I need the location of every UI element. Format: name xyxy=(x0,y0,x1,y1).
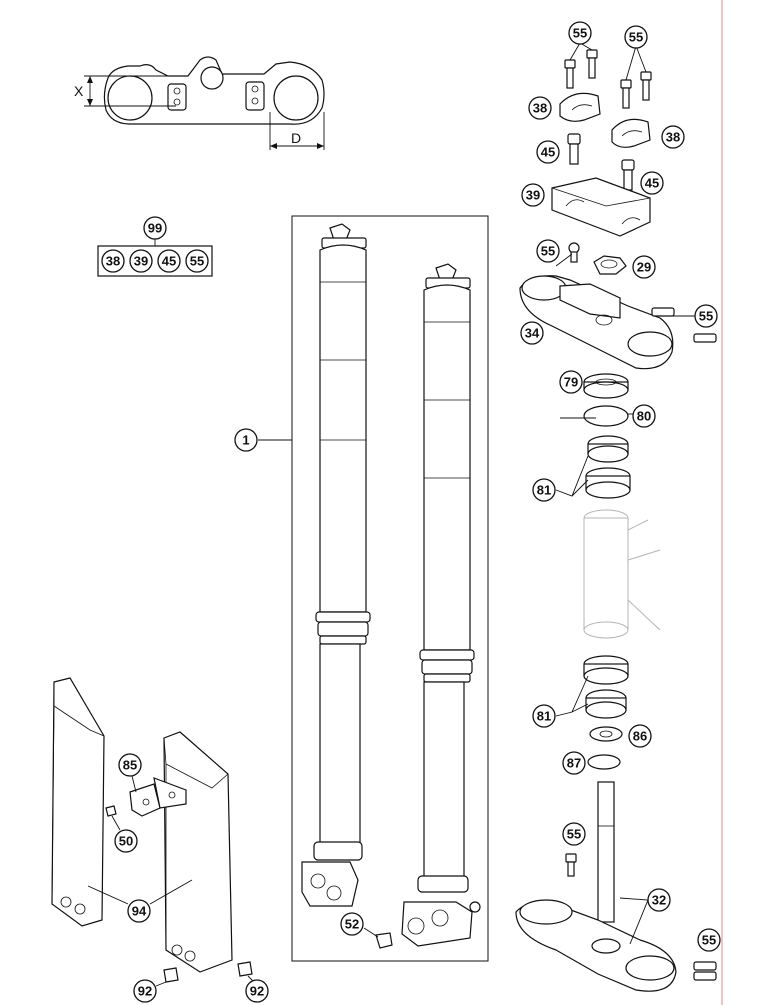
clamp-cap-38-right[interactable] xyxy=(611,118,651,148)
screw-45-right[interactable] xyxy=(621,159,635,191)
callout-45-screw-left[interactable]: 45 xyxy=(536,140,560,164)
guard-bracket-85[interactable] xyxy=(129,775,187,817)
svg-text:55: 55 xyxy=(573,26,587,41)
ring-86[interactable] xyxy=(589,726,623,742)
fork-assembly-frame xyxy=(291,215,489,962)
bearing-81-lower[interactable] xyxy=(555,655,629,719)
stem-bolt-55[interactable] xyxy=(565,853,577,877)
kit-number-callout[interactable]: 99 xyxy=(143,216,167,240)
seal-87[interactable] xyxy=(587,754,621,770)
svg-text:45: 45 xyxy=(162,254,176,269)
callout-92-screw-right[interactable]: 92 xyxy=(245,979,269,1003)
seal-80[interactable] xyxy=(583,405,629,427)
kit-member-45[interactable]: 45 xyxy=(157,249,181,273)
nut-29[interactable] xyxy=(593,255,627,275)
svg-text:85: 85 xyxy=(123,758,137,773)
kit-member-55[interactable]: 55 xyxy=(185,249,209,273)
callout-79-washer[interactable]: 79 xyxy=(559,370,583,394)
dimension-x-label: X xyxy=(74,83,84,99)
callout-45-screw-right[interactable]: 45 xyxy=(640,171,664,195)
svg-text:81: 81 xyxy=(537,709,551,724)
top-triple-clamp-34[interactable] xyxy=(519,275,717,370)
svg-text:80: 80 xyxy=(637,409,651,424)
callout-1-fork-assembly[interactable]: 1 xyxy=(234,428,258,452)
svg-text:55: 55 xyxy=(629,30,643,45)
svg-text:55: 55 xyxy=(567,827,581,842)
callout-39-bar-clamp[interactable]: 39 xyxy=(521,183,545,207)
kit-member-38[interactable]: 38 xyxy=(101,249,125,273)
svg-text:86: 86 xyxy=(633,729,647,744)
stud-55[interactable] xyxy=(568,242,580,263)
fork-leg-left[interactable] xyxy=(301,223,371,907)
screw-45-left[interactable] xyxy=(567,133,581,165)
callout-55-stud[interactable]: 55 xyxy=(536,239,560,263)
svg-text:52: 52 xyxy=(345,917,359,932)
svg-text:38: 38 xyxy=(106,254,120,269)
screw-92-right[interactable] xyxy=(237,961,257,985)
svg-text:99: 99 xyxy=(148,221,162,236)
fork-leg-right[interactable] xyxy=(401,263,481,947)
svg-text:1: 1 xyxy=(242,433,249,448)
callout-38-clamp-right[interactable]: 38 xyxy=(661,125,685,149)
callout-92-screw-left[interactable]: 92 xyxy=(133,979,157,1003)
bearing-81-upper[interactable] xyxy=(555,435,631,499)
washer-79[interactable] xyxy=(583,373,629,399)
svg-text:29: 29 xyxy=(637,260,651,275)
svg-text:32: 32 xyxy=(652,893,666,908)
svg-text:39: 39 xyxy=(134,254,148,269)
svg-text:38: 38 xyxy=(533,101,547,116)
kit-member-39[interactable]: 39 xyxy=(129,249,153,273)
svg-text:38: 38 xyxy=(666,130,680,145)
dimension-d-label: D xyxy=(291,130,301,146)
svg-text:50: 50 xyxy=(119,834,133,849)
svg-text:55: 55 xyxy=(702,933,716,948)
svg-text:45: 45 xyxy=(645,176,659,191)
svg-text:94: 94 xyxy=(132,904,147,919)
svg-text:81: 81 xyxy=(537,483,551,498)
fork-guard-right[interactable] xyxy=(149,731,233,973)
svg-text:55: 55 xyxy=(699,309,713,324)
svg-text:92: 92 xyxy=(138,984,152,999)
callout-86-ring[interactable]: 86 xyxy=(628,724,652,748)
callout-34-top-clamp[interactable]: 34 xyxy=(520,321,544,345)
callout-52-screw[interactable]: 52 xyxy=(340,912,364,936)
callout-55-clamp-bolt-upper[interactable]: 55 xyxy=(694,304,718,328)
callout-55-bolts-right[interactable]: 55 xyxy=(624,25,648,49)
callout-55-bolts-left[interactable]: 55 xyxy=(568,21,592,45)
callout-87-seal[interactable]: 87 xyxy=(562,751,586,775)
callout-38-clamp-left[interactable]: 38 xyxy=(528,96,552,120)
bolts-55-upper-left[interactable] xyxy=(564,42,598,89)
callout-50-screw[interactable]: 50 xyxy=(114,829,138,853)
svg-text:92: 92 xyxy=(250,984,264,999)
callout-94-fork-guard[interactable]: 94 xyxy=(127,899,151,923)
svg-text:87: 87 xyxy=(567,756,581,771)
fork-guard-left[interactable] xyxy=(51,677,129,927)
svg-text:45: 45 xyxy=(541,145,555,160)
clamp-cap-38-left[interactable] xyxy=(559,92,601,122)
screw-92-left[interactable] xyxy=(155,967,179,987)
svg-text:39: 39 xyxy=(526,188,540,203)
bolts-55-upper-right[interactable] xyxy=(620,45,652,109)
callout-85-bracket[interactable]: 85 xyxy=(118,753,142,777)
svg-text:34: 34 xyxy=(525,326,540,341)
bar-clamp-39[interactable] xyxy=(551,177,651,237)
triple-clamp-dimension-sketch xyxy=(84,56,325,150)
svg-text:55: 55 xyxy=(190,254,204,269)
bottom-triple-clamp-32[interactable] xyxy=(515,781,717,992)
callout-81-bearing-lower[interactable]: 81 xyxy=(532,704,556,728)
svg-text:55: 55 xyxy=(541,244,555,259)
callout-55-stem-bolt[interactable]: 55 xyxy=(562,822,586,846)
svg-text:79: 79 xyxy=(564,375,578,390)
frame-head-tube-ghost xyxy=(583,509,661,639)
callout-32-bottom-clamp[interactable]: 32 xyxy=(647,888,671,912)
callout-81-bearing-upper[interactable]: 81 xyxy=(532,478,556,502)
callout-55-clamp-bolt-lower[interactable]: 55 xyxy=(697,928,721,952)
callout-29-nut[interactable]: 29 xyxy=(632,255,656,279)
screw-52[interactable] xyxy=(363,927,393,949)
screw-50[interactable] xyxy=(105,805,121,831)
callout-80-seal[interactable]: 80 xyxy=(632,404,656,428)
